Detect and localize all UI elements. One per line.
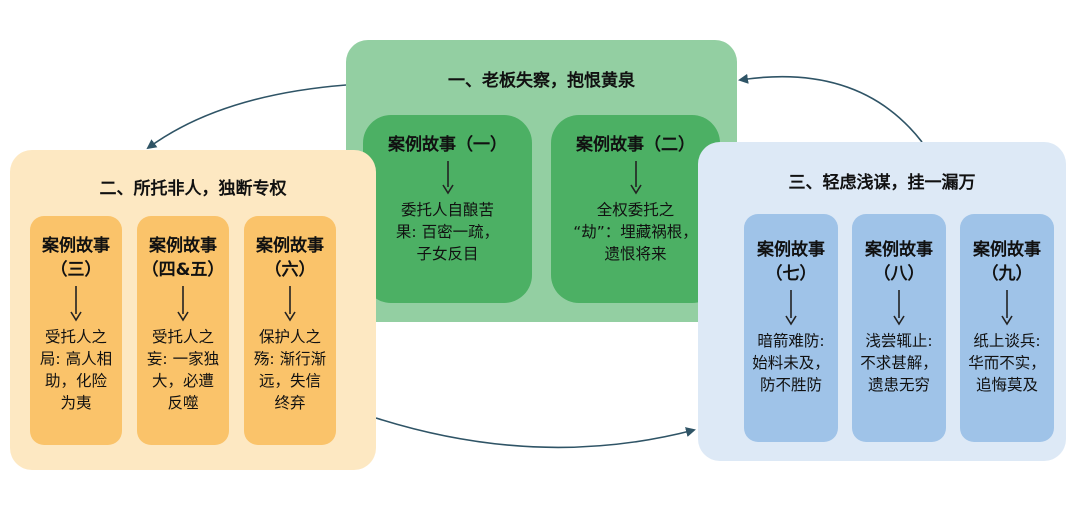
- case-card-6: 案例故事 （六） 保护人之 殇: 渐行渐 远，失信 终弃: [244, 216, 336, 445]
- case-title: 案例故事 （三）: [42, 236, 110, 280]
- case-title: 案例故事 （四&五）: [141, 236, 225, 280]
- case-title: 案例故事（一）: [388, 135, 507, 155]
- case-description: 纸上谈兵: 华而不实， 追悔莫及: [968, 332, 1046, 394]
- down-arrow-icon: [177, 286, 189, 322]
- case-description: 受托人之 妄: 一家独 大，必遭 反噬: [146, 328, 220, 412]
- case-title: 案例故事（二）: [576, 135, 695, 155]
- arrow-right-to-top: [738, 73, 923, 143]
- case-description: 委托人自酿苦 果: 百密一疏， 子女反目: [395, 201, 500, 263]
- down-arrow-icon: [629, 161, 642, 195]
- case-title: 案例故事 （七）: [757, 240, 825, 284]
- group-boss-oversight: 一、老板失察，抱恨黄泉 案例故事（一） 委托人自酿苦 果: 百密一疏， 子女反目…: [346, 40, 737, 322]
- down-arrow-icon: [441, 161, 454, 195]
- group-shallow-planning: 三、轻虑浅谋，挂一漏万 案例故事 （七） 暗箭难防: 始料未及， 防不胜防 案例…: [698, 142, 1066, 461]
- case-card-8: 案例故事 （八） 浅尝辄止: 不求甚解， 遗患无穷: [852, 214, 946, 442]
- case-description: 保护人之 殇: 渐行渐 远，失信 终弃: [253, 328, 327, 412]
- case-card-2: 案例故事（二） 全权委托之 “劫”：埋藏祸根， 遗恨将来: [551, 115, 720, 303]
- down-arrow-icon: [1001, 290, 1013, 326]
- case-description: 全权委托之 “劫”：埋藏祸根， 遗恨将来: [573, 201, 698, 263]
- group-title: 一、老板失察，抱恨黄泉: [448, 71, 635, 91]
- case-description: 浅尝辄止: 不求甚解， 遗患无穷: [860, 332, 938, 394]
- case-description: 暗箭难防: 始料未及， 防不胜防: [752, 332, 830, 394]
- case-card-1: 案例故事（一） 委托人自酿苦 果: 百密一疏， 子女反目: [363, 115, 532, 303]
- arrow-left-to-right: [375, 417, 696, 449]
- down-arrow-icon: [893, 290, 905, 326]
- case-card-4-5: 案例故事 （四&五） 受托人之 妄: 一家独 大，必遭 反噬: [137, 216, 229, 445]
- case-title: 案例故事 （九）: [973, 240, 1041, 284]
- group-wrong-trustee: 二、所托非人，独断专权 案例故事 （三） 受托人之 局: 高人相 助，化险 为夷…: [10, 150, 376, 470]
- down-arrow-icon: [785, 290, 797, 326]
- down-arrow-icon: [70, 286, 82, 322]
- case-description: 受托人之 局: 高人相 助，化险 为夷: [39, 328, 113, 412]
- group-title: 二、所托非人，独断专权: [99, 179, 287, 199]
- case-title: 案例故事 （六）: [256, 236, 324, 280]
- case-card-9: 案例故事 （九） 纸上谈兵: 华而不实， 追悔莫及: [960, 214, 1054, 442]
- group-title: 三、轻虑浅谋，挂一漏万: [788, 173, 976, 193]
- case-title: 案例故事 （八）: [865, 240, 933, 284]
- down-arrow-icon: [284, 286, 296, 322]
- case-card-7: 案例故事 （七） 暗箭难防: 始料未及， 防不胜防: [744, 214, 838, 442]
- arrow-top-to-left: [146, 84, 347, 150]
- case-card-3: 案例故事 （三） 受托人之 局: 高人相 助，化险 为夷: [30, 216, 122, 445]
